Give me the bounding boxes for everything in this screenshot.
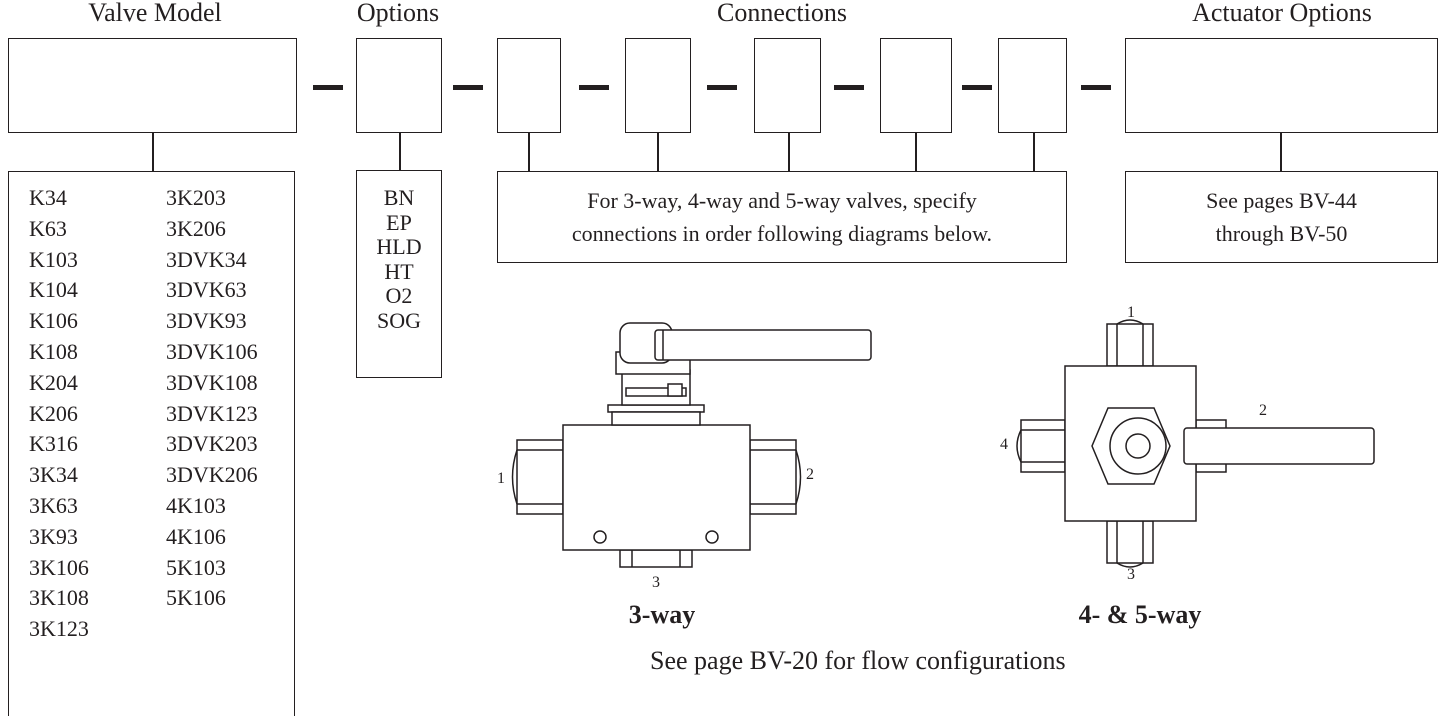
- valve-model-item: K206: [29, 400, 78, 426]
- valve-model-item: K106: [29, 308, 78, 334]
- three-way-mount-hole: [593, 530, 607, 544]
- connection-code-box-1: [497, 38, 561, 133]
- separator-dash: [313, 85, 343, 90]
- three-way-valve-body: [562, 424, 751, 551]
- separator-dash: [1081, 85, 1111, 90]
- three-way-port-2-fitting: [749, 439, 797, 515]
- connector-line: [657, 133, 659, 171]
- three-way-caption: 3-way: [628, 600, 696, 629]
- four-way-port-3-fitting: [1106, 520, 1154, 564]
- four-way-port-1-fitting: [1106, 323, 1154, 367]
- valve-model-item: 5K106: [166, 585, 226, 611]
- connector-line: [915, 133, 917, 171]
- valve-model-item: 3DVK108: [166, 369, 258, 395]
- four-way-port-4-label: 4: [1000, 436, 1008, 453]
- valve-model-item: 3K63: [29, 492, 78, 518]
- connections-note-line: For 3-way, 4-way and 5-way valves, speci…: [587, 188, 977, 213]
- header-connections: Connections: [717, 0, 847, 27]
- connection-code-box-2: [625, 38, 691, 133]
- connections-note-line: connections in order following diagrams …: [571, 221, 993, 246]
- connection-code-box-5: [998, 38, 1067, 133]
- valve-model-item: 3K108: [29, 585, 89, 611]
- four-way-port-2-label: 2: [1259, 402, 1267, 419]
- valve-model-item: 3K93: [29, 523, 78, 549]
- valve-model-list-box: K34 K63 K103 K104 K106 K108 K204 K206 K3…: [8, 171, 295, 716]
- three-way-port-1-label: 1: [497, 470, 505, 487]
- three-way-port-3-label: 3: [652, 574, 660, 591]
- option-item: HLD: [376, 234, 422, 259]
- four-five-way-caption: 4- & 5-way: [1078, 600, 1202, 629]
- valve-model-list-col1: K34 K63 K103 K104 K106 K108 K204 K206 K3…: [29, 183, 89, 645]
- valve-model-item: K103: [29, 246, 78, 272]
- valve-model-code-box: [8, 38, 297, 133]
- flow-configurations-note: See page BV-20 for flow configurations: [650, 646, 1066, 675]
- connector-line: [1280, 133, 1282, 171]
- valve-model-item: 4K106: [166, 523, 226, 549]
- actuator-note-box: See pages BV-44 through BV-50: [1125, 171, 1438, 263]
- header-valve-model: Valve Model: [88, 0, 222, 27]
- three-way-port-3-fitting: [619, 549, 693, 568]
- three-way-port-1-fitting: [516, 439, 564, 515]
- four-way-port-3-label: 3: [1127, 566, 1135, 583]
- connector-line: [528, 133, 530, 171]
- valve-model-item: 3K106: [29, 554, 89, 580]
- option-item: SOG: [376, 307, 421, 333]
- connector-line: [399, 133, 401, 170]
- valve-model-item: 3DVK123: [166, 400, 258, 426]
- separator-dash: [453, 85, 483, 90]
- valve-model-item: 3DVK106: [166, 338, 258, 364]
- connection-code-box-4: [880, 38, 952, 133]
- valve-model-item: K204: [29, 369, 78, 395]
- actuator-note: See pages BV-44 through BV-50: [1126, 184, 1437, 250]
- option-code-box: [356, 38, 442, 133]
- connector-line: [152, 133, 154, 171]
- header-options: Options: [356, 0, 440, 27]
- four-five-way-valve-drawing: [1016, 319, 1375, 568]
- separator-dash: [962, 85, 992, 90]
- connector-line: [788, 133, 790, 171]
- three-way-lever-handle: [654, 329, 872, 361]
- separator-dash: [707, 85, 737, 90]
- valve-model-item: 3K203: [166, 185, 226, 210]
- option-item: O2: [385, 283, 413, 308]
- valve-model-item: 3DVK63: [166, 277, 247, 303]
- valve-model-item: 3K206: [166, 215, 226, 241]
- valve-model-list-col2: 3K203 3K206 3DVK34 3DVK63 3DVK93 3DVK106…: [166, 183, 258, 614]
- connections-note-box: For 3-way, 4-way and 5-way valves, speci…: [497, 171, 1067, 263]
- actuator-note-line: See pages BV-44: [1206, 188, 1357, 213]
- header-actuator-options: Actuator Options: [1192, 0, 1372, 27]
- three-way-port-2-label: 2: [806, 466, 814, 483]
- valve-model-item: 3K123: [29, 616, 89, 642]
- option-item: HT: [384, 258, 414, 284]
- valve-model-item: 3DVK203: [166, 431, 258, 457]
- connector-line: [1033, 133, 1035, 171]
- valve-model-item: K104: [29, 277, 78, 303]
- valve-model-item: 5K103: [166, 554, 226, 580]
- three-way-mount-hole: [705, 530, 719, 544]
- option-item: EP: [386, 209, 412, 235]
- separator-dash: [579, 85, 609, 90]
- four-way-lever-handle: [1183, 427, 1375, 465]
- actuator-code-box: [1125, 38, 1438, 133]
- four-way-port-1-label: 1: [1127, 304, 1135, 321]
- valve-model-item: 3DVK93: [166, 308, 247, 334]
- valve-model-item: 4K103: [166, 492, 226, 518]
- separator-dash: [834, 85, 864, 90]
- valve-model-item: 3K34: [29, 462, 78, 488]
- valve-model-item: K34: [29, 185, 67, 210]
- connection-code-box-3: [754, 38, 821, 133]
- four-way-port-4-fitting: [1020, 419, 1066, 473]
- options-list: BN EP HLD HT O2 SOG: [357, 185, 441, 333]
- connections-note: For 3-way, 4-way and 5-way valves, speci…: [498, 184, 1066, 250]
- options-list-box: BN EP HLD HT O2 SOG: [356, 170, 442, 378]
- option-item: BN: [383, 185, 415, 210]
- valve-model-item: K316: [29, 431, 78, 457]
- actuator-note-line: through BV-50: [1215, 221, 1348, 246]
- valve-model-item: K63: [29, 215, 67, 241]
- valve-model-item: 3DVK34: [166, 246, 247, 272]
- valve-model-item: 3DVK206: [166, 462, 258, 488]
- three-way-valve-drawing: [511, 322, 872, 568]
- valve-model-item: K108: [29, 338, 78, 364]
